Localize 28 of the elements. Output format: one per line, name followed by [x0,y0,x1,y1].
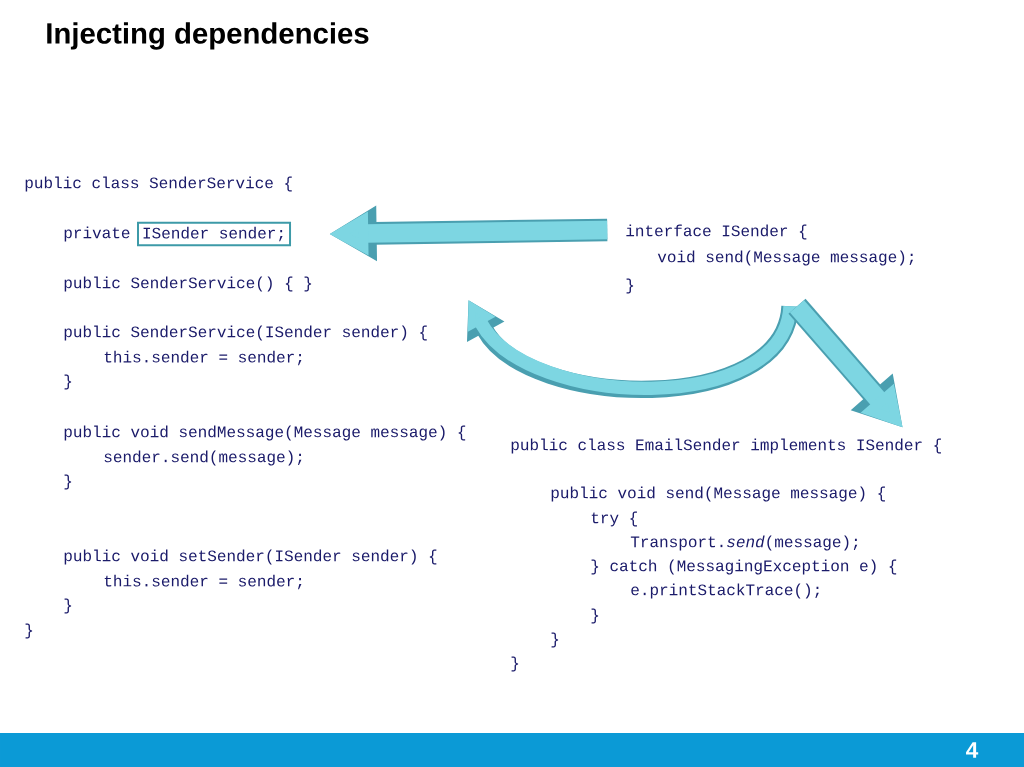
code-line: private [64,226,130,242]
code-line: } [591,608,599,624]
code-line: void send(Message message); [657,250,913,266]
code-line: } [511,656,519,672]
code-line: public SenderService() { } [64,276,312,292]
page-number: 4 [966,742,979,758]
code-line: } [64,598,72,614]
code-line: interface ISender { [626,224,807,240]
code-line: public class EmailSender implements ISender { [511,438,941,454]
code-line: e.printStackTrace(); [631,583,819,599]
code-line: } [25,623,33,639]
code-line: try { [591,511,637,527]
slide-title: Injecting dependencies [47,22,369,50]
code-line: public void setSender(ISender sender) { [64,549,437,565]
code-line: public void sendMessage(Message message) { [64,425,466,441]
code-line: public void send(Message message) { [551,486,885,502]
code-line: } [64,374,72,390]
code-line: Transport.send(message); [630,535,858,551]
code-line: public class SenderService { [25,176,292,192]
code-line: } [64,474,72,490]
code-line: sender.send(message); [104,450,302,466]
code-line: } catch (MessagingException e) { [591,559,897,575]
code-line: this.sender = sender; [104,574,302,590]
code-line: } [551,632,559,648]
highlight-box: ISender sender; [137,221,292,247]
code-line: this.sender = sender; [104,350,302,366]
code-line: public SenderService(ISender sender) { [64,325,427,341]
code-line: } [626,278,634,294]
